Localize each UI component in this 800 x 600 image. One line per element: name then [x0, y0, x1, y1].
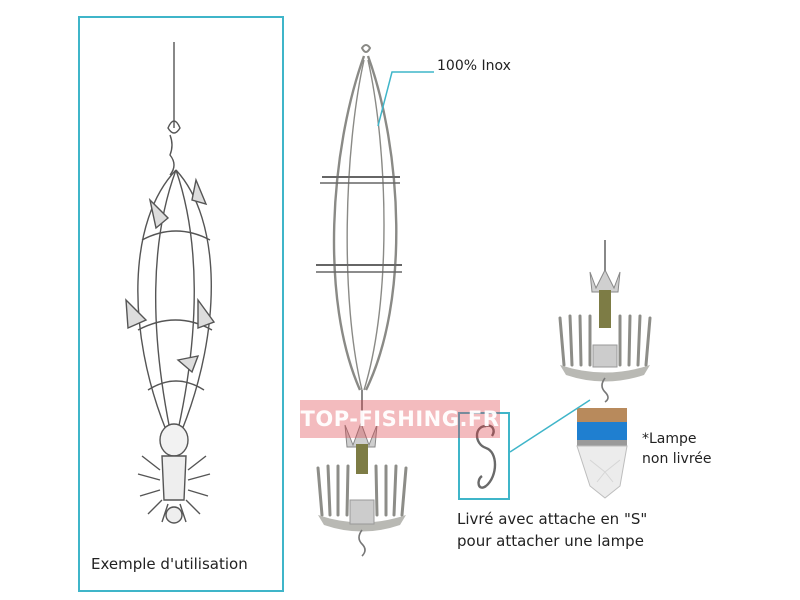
right-jig: [558, 240, 652, 403]
s-clip-box: [458, 412, 510, 500]
usage-example-frame: [78, 16, 284, 592]
lamp: [576, 408, 628, 499]
stainless-cage: [316, 44, 402, 391]
center-jig: [316, 390, 408, 557]
delivered-note-line1: Livré avec attache en "S": [457, 510, 648, 528]
inox-leader-line: [377, 71, 434, 127]
clip-leader-line: [509, 399, 591, 453]
s-clip-icon: [475, 424, 497, 489]
lamp-note: *Lampe non livrée: [642, 429, 712, 469]
material-label: 100% Inox: [437, 58, 511, 74]
delivered-note: Livré avec attache en "S" pour attacher …: [457, 508, 647, 552]
lamp-note-line2: non livrée: [642, 451, 712, 467]
delivered-note-line2: pour attacher une lampe: [457, 532, 644, 550]
watermark: TOP-FISHING.FR: [300, 400, 500, 438]
usage-example-caption: Exemple d'utilisation: [91, 555, 248, 573]
lamp-note-line1: *Lampe: [642, 431, 697, 447]
usage-sketch: [125, 42, 216, 524]
